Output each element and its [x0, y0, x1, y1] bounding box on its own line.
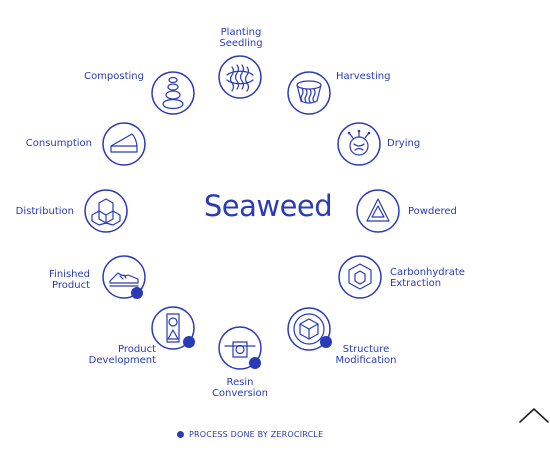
finished-product-icon [102, 255, 146, 299]
step-label-distribution: Distribution [15, 206, 74, 217]
step-label-finished-product: Finished Product [49, 269, 90, 291]
planting-seedling-icon [218, 55, 262, 99]
step-label-harvesting: Harvesting [336, 71, 391, 82]
step-label-powdered: Powdered [408, 206, 457, 217]
step-label-planting-seedling: Planting Seedling [219, 27, 263, 49]
chevron-up-icon[interactable] [518, 404, 550, 426]
structure-modification-icon [287, 307, 332, 351]
product-development-icon [151, 306, 195, 350]
step-label-drying: Drying [387, 138, 421, 149]
step-label-structure-modification: Structure Modification [335, 344, 397, 366]
carbohydrate-extraction-icon [338, 255, 382, 299]
composting-icon [151, 71, 195, 115]
step-label-consumption: Consumption [25, 138, 92, 149]
center-title: Seaweed [203, 189, 333, 223]
step-label-composting: Composting [84, 71, 144, 82]
drying-icon [337, 122, 381, 166]
distribution-icon [84, 189, 128, 233]
consumption-icon [102, 122, 146, 166]
step-label-product-development: Product Development [88, 344, 156, 366]
resin-conversion-icon [218, 326, 262, 370]
legend: PROCESS DONE BY ZEROCIRCLE [177, 428, 323, 440]
harvesting-icon [287, 71, 331, 115]
step-label-carbohydrate-extraction: Carbonhydrate Extraction [390, 267, 465, 289]
step-label-resin-conversion: Resin Conversion [211, 377, 269, 399]
legend-text: PROCESS DONE BY ZEROCIRCLE [189, 429, 324, 439]
powdered-icon [356, 189, 400, 233]
filled-dot-icon [177, 430, 184, 438]
